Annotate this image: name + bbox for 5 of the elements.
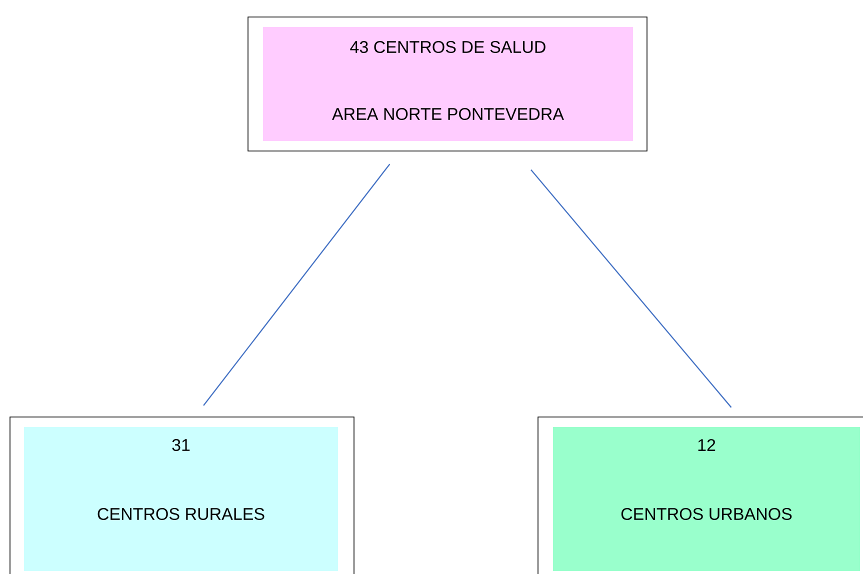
text-box: 31 CENTROS RURALES [10, 416, 354, 574]
text-box: 12 CENTROS URBANOS [538, 416, 863, 574]
connector-line [203, 164, 390, 406]
text-box: 43 CENTROS DE SALUD AREA NORTE PONTEVEDRA [248, 16, 648, 152]
connector-line [530, 169, 732, 408]
